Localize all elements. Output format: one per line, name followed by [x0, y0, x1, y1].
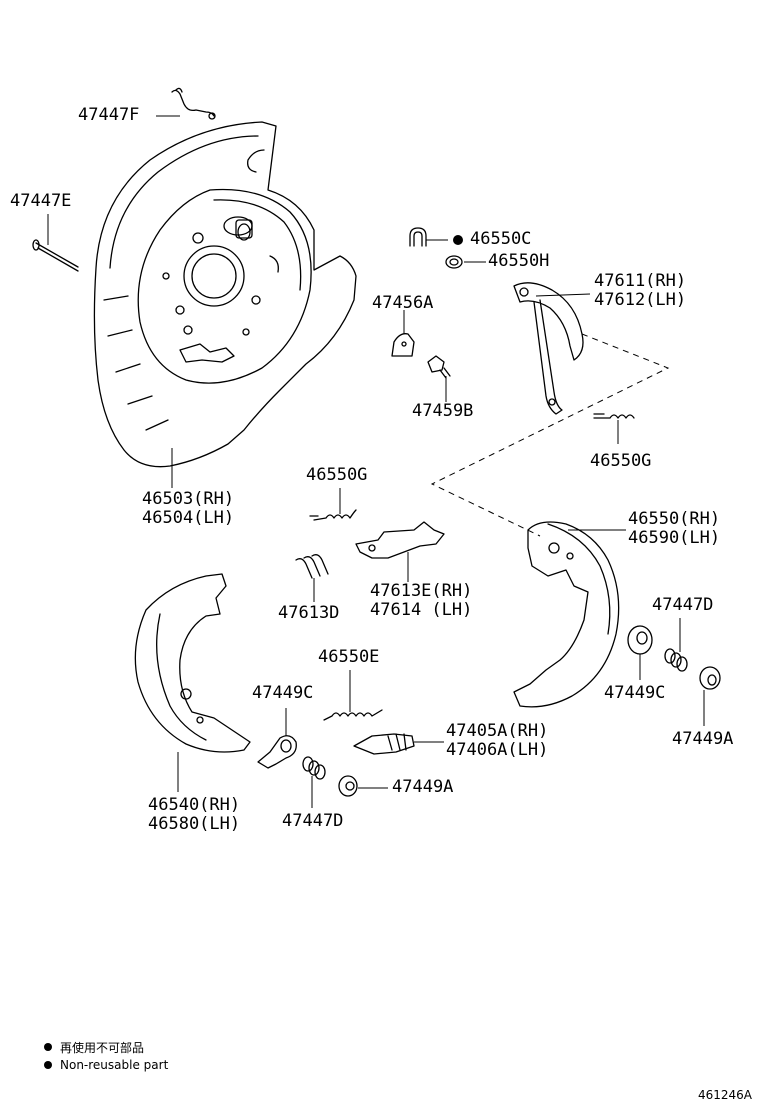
label-47447F: 47447F	[78, 105, 140, 125]
spring-47447D-left	[302, 756, 326, 780]
legend: 再使用不可部品 Non-reusable part	[44, 1038, 168, 1074]
label-46503-46504: 46503(RH)46504(LH)	[142, 489, 235, 528]
label-47459B: 47459B	[412, 401, 474, 421]
label-46540-46580: 46540(RH)46580(LH)	[148, 795, 241, 834]
label-47447D-right: 47447D	[652, 595, 714, 615]
label-47447D-left: 47447D	[282, 811, 344, 831]
spring-46550G-lower	[309, 509, 357, 521]
pin-47447E	[32, 239, 79, 272]
legend-text-en: Non-reusable part	[60, 1058, 169, 1072]
clip-47449C-left	[257, 735, 297, 769]
label-47449C-left: 47449C	[252, 683, 314, 703]
spring-47613D	[295, 554, 329, 579]
label-46550C: 46550C	[470, 229, 532, 249]
label-47456A: 47456A	[372, 293, 434, 313]
legend-row-en: Non-reusable part	[44, 1056, 168, 1074]
brake-shoe-right	[513, 521, 620, 708]
label-47447E: 47447E	[10, 191, 72, 211]
legend-row-jp: 再使用不可部品	[44, 1038, 168, 1056]
spring-clip-47447F	[171, 87, 216, 120]
cup-47449C-right	[627, 625, 653, 655]
label-47611-47612: 47611(RH)47612(LH)	[594, 271, 687, 310]
adjuster-47405A	[353, 733, 415, 755]
label-47449C-right: 47449C	[604, 683, 666, 703]
parking-brake-lever	[513, 282, 584, 415]
label-47613D: 47613D	[278, 603, 340, 623]
spring-47447D-right	[664, 648, 688, 672]
label-46550-46590: 46550(RH)46590(LH)	[628, 509, 721, 548]
backing-plate	[137, 188, 312, 384]
legend-dot-icon	[44, 1043, 52, 1051]
legend-dot-icon	[44, 1061, 52, 1069]
label-47405A-47406A: 47405A(RH)47406A(LH)	[446, 721, 549, 760]
bolt-47459B	[427, 355, 451, 379]
strut-47613E	[355, 521, 445, 559]
legend-text-jp: 再使用不可部品	[60, 1040, 145, 1055]
label-47449A-left: 47449A	[392, 777, 454, 797]
clip-46550C	[409, 227, 427, 247]
label-47449A-right: 47449A	[672, 729, 734, 749]
non-reusable-marker	[453, 235, 463, 245]
cap-47449A-right	[699, 666, 721, 690]
dust-cover-plate	[93, 121, 357, 468]
brake-shoe-left	[134, 573, 251, 753]
label-46550E: 46550E	[318, 647, 380, 667]
label-47613E-47614: 47613E(RH)47614 (LH)	[370, 581, 473, 620]
label-46550H: 46550H	[488, 251, 550, 271]
cap-47449A-left	[338, 775, 358, 797]
diagram-id: 461246A	[697, 1088, 752, 1102]
spring-46550E	[323, 709, 383, 721]
label-46550G-upper: 46550G	[590, 451, 652, 471]
washer-46550H	[445, 255, 463, 269]
clip-47456A	[391, 333, 415, 357]
spring-46550G-upper	[593, 413, 635, 419]
label-46550G-lower: 46550G	[306, 465, 368, 485]
